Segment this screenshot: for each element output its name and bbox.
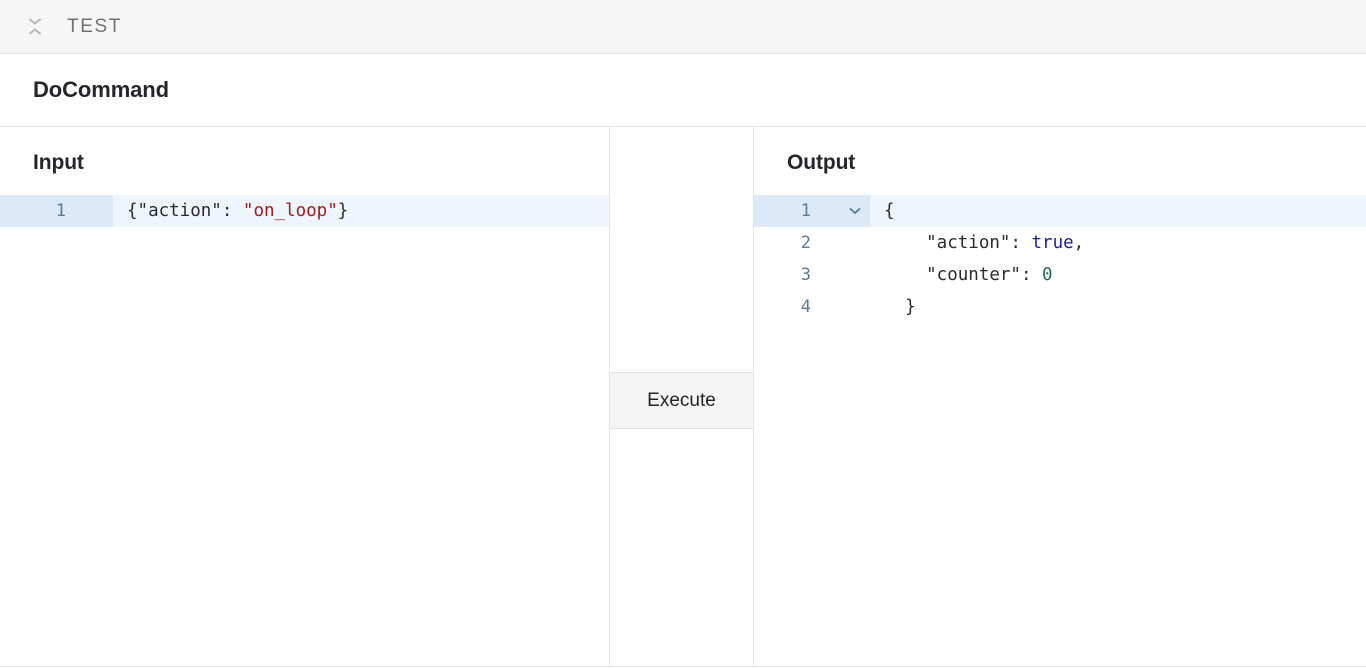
code-text[interactable]: } [870,291,1366,323]
top-bar-title: TEST [67,15,122,37]
line-gutter: 2 [754,227,870,259]
code-token-key: "action": [884,233,1032,253]
line-number: 2 [800,233,811,253]
line-gutter: 1 [0,195,113,227]
code-token-punct: } [337,201,349,221]
code-text[interactable]: {"action": "on_loop"} [113,195,609,227]
line-number: 1 [55,201,66,221]
center-divider-panel: Execute [609,127,754,666]
line-gutter: 1 [754,195,870,227]
code-line[interactable]: 1{ [754,195,1366,227]
line-number: 1 [800,201,811,221]
page-title: DoCommand [33,77,169,102]
code-token-punct: { [884,201,895,221]
code-token-punct: {"action": [127,201,243,221]
code-token-string: "on_loop" [242,201,338,221]
line-number: 4 [800,297,811,317]
code-token-key: "counter": [884,265,1043,285]
code-line[interactable]: 2 "action": true, [754,227,1366,259]
input-panel: Input 1 {"action": "on_loop"} [0,127,609,666]
input-code-editor[interactable]: 1 {"action": "on_loop"} [0,195,609,227]
line-number: 3 [800,265,811,285]
code-text[interactable]: { [870,195,1366,227]
execute-button[interactable]: Execute [610,372,753,429]
code-line[interactable]: 1 {"action": "on_loop"} [0,195,609,227]
command-header: DoCommand [0,54,1366,127]
top-bar: TEST [0,0,1366,54]
code-text[interactable]: "counter": 0 [870,259,1366,291]
code-text[interactable]: "action": true, [870,227,1366,259]
output-panel: Output 1{2 "action": true,3 "counter": 0… [754,127,1366,666]
code-token-punct: } [884,297,916,317]
line-gutter: 4 [754,291,870,323]
main-body: Input 1{"action": "on_loop"} Execute Out… [0,127,1366,667]
chevron-down-icon[interactable] [848,204,862,218]
output-panel-heading: Output [787,151,856,174]
collapse-chevrons-icon[interactable] [24,16,46,38]
code-line[interactable]: 3 "counter": 0 [754,259,1366,291]
code-token-punct: , [1073,233,1085,253]
input-panel-heading: Input [33,151,84,174]
code-token-bool: true [1031,233,1074,253]
line-gutter: 3 [754,259,870,291]
code-line[interactable]: 4 } [754,291,1366,323]
code-token-num: 0 [1042,265,1053,285]
